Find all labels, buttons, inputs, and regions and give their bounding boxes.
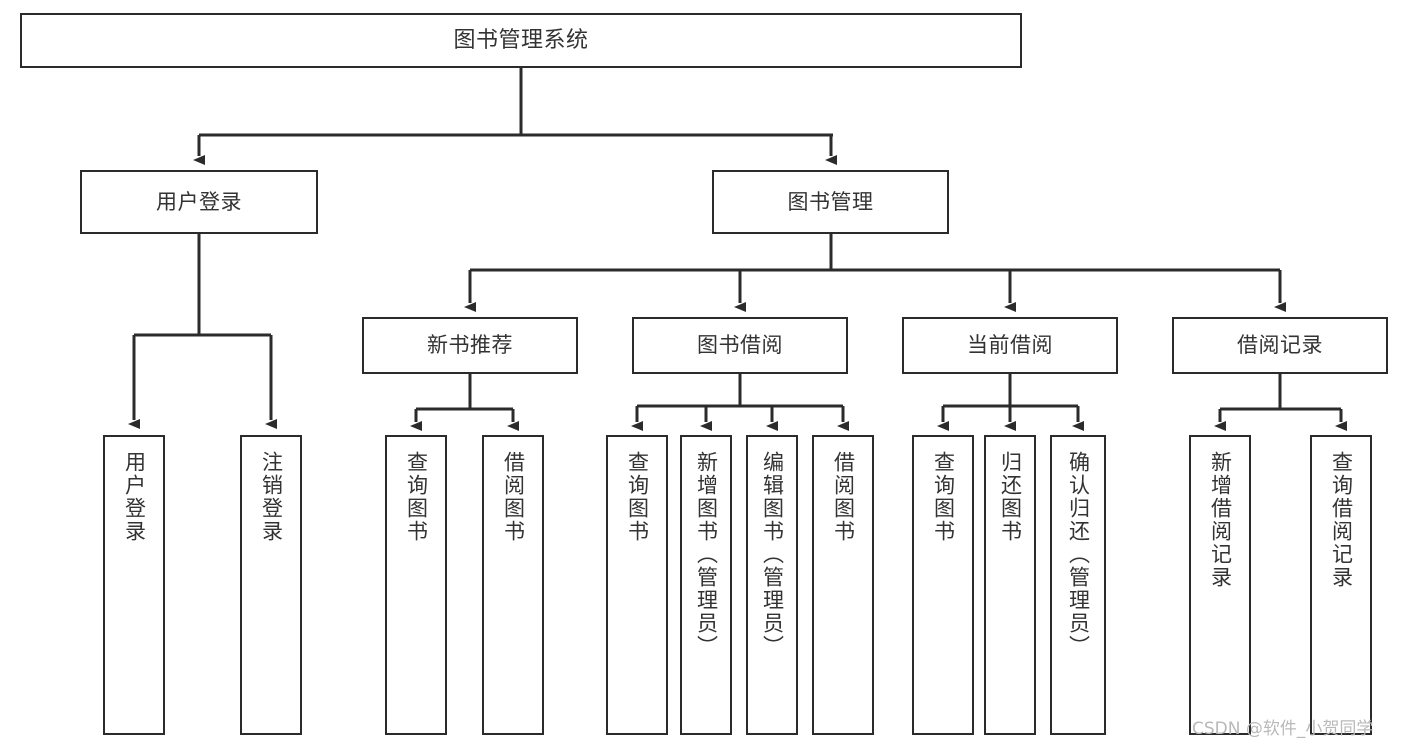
leaf-label: 注销登录 xyxy=(259,451,284,543)
node-new-book-recommend-label: 新书推荐 xyxy=(427,333,513,358)
node-borrow-record[interactable]: 借阅记录 xyxy=(1172,317,1388,374)
leaf-label: 借阅图书 xyxy=(501,451,526,543)
node-book-management[interactable]: 图书管理 xyxy=(712,170,949,234)
leaf-label: 编辑图书（管理员） xyxy=(760,451,785,658)
node-book-borrow-label: 图书借阅 xyxy=(697,333,783,358)
node-root-label: 图书管理系统 xyxy=(453,27,589,53)
node-current-borrow-label: 当前借阅 xyxy=(967,333,1053,358)
leaf-label: 查询图书 xyxy=(625,451,650,543)
node-root[interactable]: 图书管理系统 xyxy=(20,13,1022,68)
leaf-current-borrow-query[interactable]: 查询图书 xyxy=(912,435,974,735)
leaf-label: 借阅图书 xyxy=(831,451,856,543)
leaf-label: 归还图书 xyxy=(998,451,1023,543)
leaf-label: 用户登录 xyxy=(122,451,147,543)
leaf-label: 查询借阅记录 xyxy=(1329,451,1354,589)
watermark: CSDN @软件_小贺同学 xyxy=(1192,719,1374,739)
leaf-book-borrow-query[interactable]: 查询图书 xyxy=(606,435,668,735)
leaf-borrow-record-query[interactable]: 查询借阅记录 xyxy=(1310,435,1372,735)
leaf-user-login-login[interactable]: 用户登录 xyxy=(103,435,165,735)
leaf-new-book-query[interactable]: 查询图书 xyxy=(385,435,447,735)
leaf-label: 新增借阅记录 xyxy=(1208,451,1233,589)
node-current-borrow[interactable]: 当前借阅 xyxy=(902,317,1118,374)
leaf-label: 查询图书 xyxy=(404,451,429,543)
leaf-label: 查询图书 xyxy=(931,451,956,543)
leaf-borrow-record-add[interactable]: 新增借阅记录 xyxy=(1189,435,1251,735)
leaf-label: 确认归还（管理员） xyxy=(1066,451,1091,658)
node-user-login[interactable]: 用户登录 xyxy=(80,170,318,234)
leaf-book-borrow-borrow[interactable]: 借阅图书 xyxy=(812,435,874,735)
leaf-current-borrow-confirm[interactable]: 确认归还（管理员） xyxy=(1050,435,1106,735)
leaf-new-book-borrow[interactable]: 借阅图书 xyxy=(482,435,544,735)
leaf-label: 新增图书（管理员） xyxy=(694,451,719,658)
node-borrow-record-label: 借阅记录 xyxy=(1237,333,1323,358)
leaf-user-login-logout[interactable]: 注销登录 xyxy=(240,435,302,735)
node-book-management-label: 图书管理 xyxy=(787,189,874,214)
node-new-book-recommend[interactable]: 新书推荐 xyxy=(362,317,578,374)
node-user-login-label: 用户登录 xyxy=(156,189,242,214)
leaf-book-borrow-edit[interactable]: 编辑图书（管理员） xyxy=(746,435,798,735)
node-book-borrow[interactable]: 图书借阅 xyxy=(632,317,848,374)
leaf-book-borrow-add[interactable]: 新增图书（管理员） xyxy=(680,435,732,735)
leaf-current-borrow-return[interactable]: 归还图书 xyxy=(984,435,1036,735)
